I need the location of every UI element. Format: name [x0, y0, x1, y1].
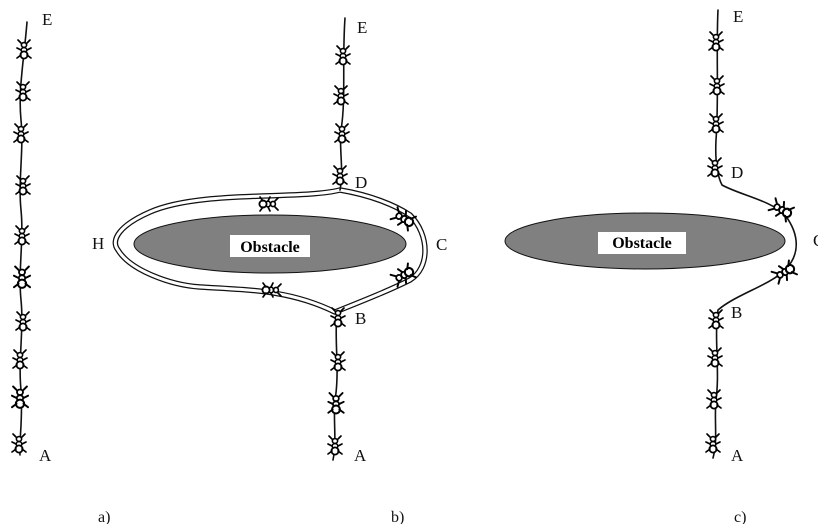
- trail-path: [712, 9, 797, 459]
- panel-b: Obstacle E D C H B A b): [92, 17, 447, 524]
- panel-c: Obstacle E D C B A c): [504, 7, 818, 524]
- ant-icon: [11, 433, 27, 454]
- panel-caption-a: a): [98, 509, 110, 524]
- panel-a: E A a): [10, 10, 110, 524]
- panel-caption-b: b): [391, 509, 404, 524]
- ant-icon: [334, 123, 350, 144]
- node-label-a: A: [39, 446, 52, 465]
- ant-icon: [333, 85, 349, 106]
- ant-icon: [708, 113, 724, 134]
- ant-icon: [15, 311, 31, 332]
- node-label-a: A: [354, 446, 367, 465]
- ant-icon: [16, 39, 32, 60]
- ant-icon: [769, 259, 799, 286]
- ant-icon: [15, 81, 31, 102]
- node-label-b: B: [731, 303, 742, 322]
- ant-icon: [705, 433, 721, 454]
- node-label-c: C: [813, 231, 818, 250]
- ant-icon: [335, 45, 351, 66]
- node-label-e: E: [357, 18, 367, 37]
- ant-icon: [707, 347, 723, 368]
- ant-icon: [13, 123, 29, 144]
- ant-icon: [706, 389, 722, 410]
- node-label-e: E: [733, 7, 743, 26]
- ant-icon: [15, 175, 31, 196]
- node-label-d: D: [731, 163, 743, 182]
- ant-icon: [12, 265, 32, 289]
- ant-icon: [766, 196, 796, 223]
- panel-caption-c: c): [734, 509, 746, 524]
- obstacle-label: Obstacle: [240, 239, 300, 256]
- trail-path-lower: [332, 311, 338, 461]
- ant-icon: [709, 75, 725, 96]
- ant-icon: [10, 385, 30, 409]
- obstacle-label-bg: [598, 232, 686, 254]
- ant-icon: [707, 157, 723, 178]
- ant-icon: [708, 309, 724, 330]
- ant-icon: [327, 435, 343, 456]
- node-label-b: B: [355, 309, 366, 328]
- obstacle-label-bg: [230, 235, 310, 257]
- ant-icon: [708, 31, 724, 52]
- ant-icon: [327, 392, 345, 415]
- ant-icon: [332, 165, 348, 186]
- obstacle-label: Obstacle: [612, 235, 672, 252]
- ant-icon: [258, 196, 279, 212]
- node-label-d: D: [355, 173, 367, 192]
- node-label-e: E: [42, 10, 52, 29]
- node-label-h: H: [92, 234, 104, 253]
- detour-trail-inner: [113, 188, 427, 314]
- ant-icon: [14, 225, 30, 246]
- node-label-c: C: [436, 235, 447, 254]
- node-label-a: A: [731, 446, 744, 465]
- ant-icon: [12, 349, 28, 370]
- ant-icon: [330, 351, 346, 372]
